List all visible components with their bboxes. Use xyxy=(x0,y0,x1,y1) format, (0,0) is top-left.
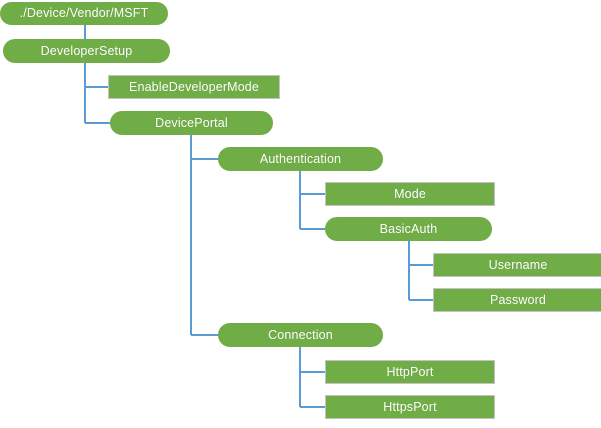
node-password[interactable]: Password xyxy=(433,288,601,312)
node-authentication[interactable]: Authentication xyxy=(218,147,383,171)
node-basicauth-label: BasicAuth xyxy=(379,221,438,236)
node-mode[interactable]: Mode xyxy=(325,182,495,206)
node-connection-label: Connection xyxy=(268,327,333,342)
node-developersetup-label: DeveloperSetup xyxy=(40,43,133,58)
node-authentication-label: Authentication xyxy=(259,151,342,166)
node-root-label: ./Device/Vendor/MSFT xyxy=(19,6,149,21)
node-enabledevelopermode[interactable]: EnableDeveloperMode xyxy=(108,75,280,99)
node-root[interactable]: ./Device/Vendor/MSFT xyxy=(0,2,168,25)
node-password-label: Password xyxy=(489,292,547,307)
node-httpsport[interactable]: HttpsPort xyxy=(325,395,495,419)
node-httpsport-label: HttpsPort xyxy=(383,399,437,414)
node-httpport-label: HttpPort xyxy=(386,364,434,379)
node-username-label: Username xyxy=(488,257,548,272)
node-deviceportal-label: DevicePortal xyxy=(155,115,228,130)
node-username[interactable]: Username xyxy=(433,253,601,277)
node-mode-label: Mode xyxy=(394,186,426,201)
node-connection[interactable]: Connection xyxy=(218,323,383,347)
node-developersetup[interactable]: DeveloperSetup xyxy=(3,39,170,63)
node-httpport[interactable]: HttpPort xyxy=(325,360,495,384)
node-enabledevelopermode-label: EnableDeveloperMode xyxy=(128,79,260,94)
node-deviceportal[interactable]: DevicePortal xyxy=(110,111,273,135)
node-basicauth[interactable]: BasicAuth xyxy=(325,217,492,241)
